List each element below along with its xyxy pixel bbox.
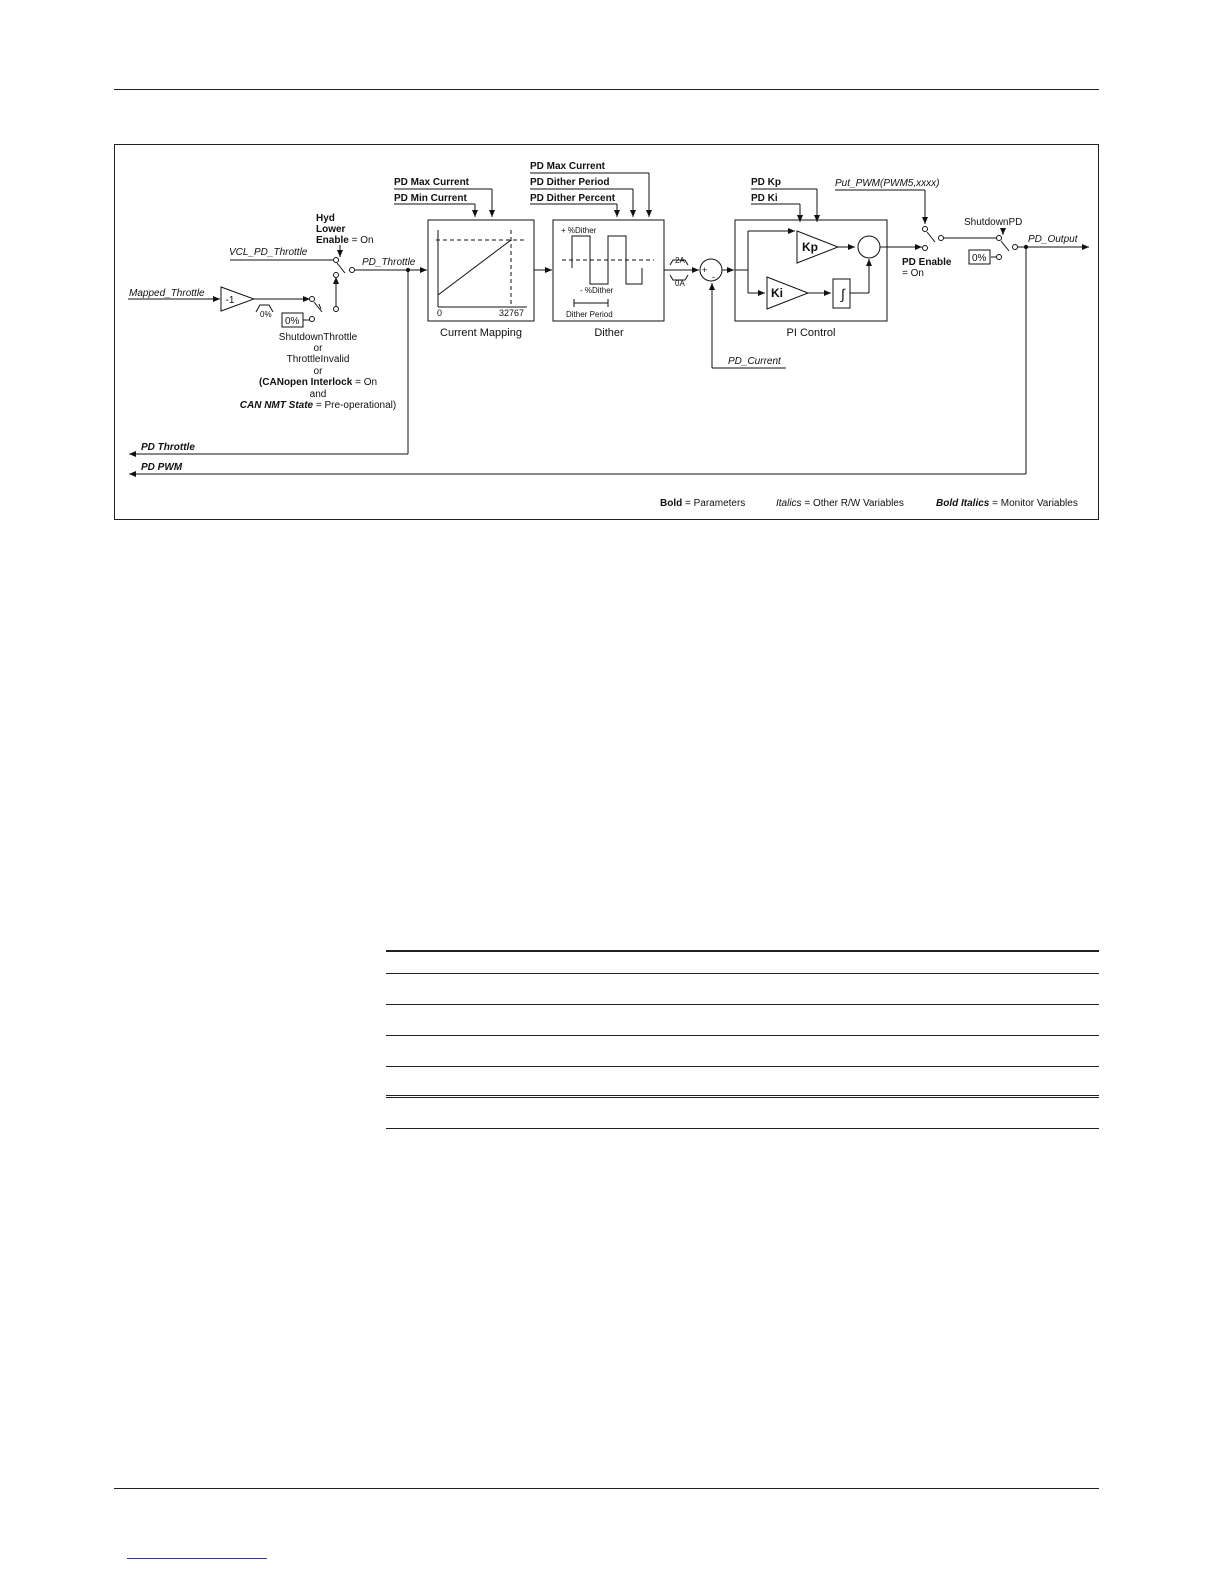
pd-throttle-signal: PD_Throttle bbox=[362, 257, 416, 268]
current-mapping-caption: Current Mapping bbox=[440, 327, 522, 339]
mapped-throttle-label: Mapped_Throttle bbox=[129, 288, 205, 299]
cond-6: and bbox=[310, 389, 327, 400]
dither-period: Dither Period bbox=[566, 310, 613, 319]
legend-bold: Bold = Parameters bbox=[660, 498, 745, 509]
shutdown-pd-label: ShutdownPD bbox=[964, 217, 1022, 228]
pi-control-caption: PI Control bbox=[787, 327, 836, 339]
dither-param-percent: PD Dither Percent bbox=[530, 193, 616, 204]
cond-4: or bbox=[314, 366, 324, 377]
cond-5: (CANopen Interlock = On bbox=[259, 377, 377, 388]
vcl-pd-throttle-label: VCL_PD_Throttle bbox=[229, 247, 308, 258]
table-header bbox=[386, 950, 1099, 974]
limit-lower: 0A bbox=[675, 279, 685, 288]
kp-block: Kp bbox=[802, 240, 818, 254]
pd-enable-suffix: = On bbox=[902, 268, 924, 279]
header-rule bbox=[114, 89, 1099, 90]
table-row bbox=[386, 1005, 1099, 1036]
pd-current-label: PD_Current bbox=[728, 356, 782, 367]
table-row bbox=[386, 974, 1099, 1005]
limit-0pct-label: 0% bbox=[260, 310, 272, 319]
dither-minus: - %Dither bbox=[580, 286, 614, 295]
dither-plus: + %Dither bbox=[561, 226, 597, 235]
pd-pwm-output: PD PWM bbox=[141, 462, 183, 473]
dither-param-period: PD Dither Period bbox=[530, 177, 609, 188]
footer-rule bbox=[114, 1488, 1099, 1489]
cm-param-min: PD Min Current bbox=[394, 193, 467, 204]
legend-bold-italic: Bold Italics = Monitor Variables bbox=[936, 498, 1078, 509]
pd-enable-label: PD Enable bbox=[902, 257, 952, 268]
integrator-symbol: ∫ bbox=[840, 286, 846, 302]
ki-block: Ki bbox=[771, 286, 783, 300]
enable-label: Enable = On bbox=[316, 235, 374, 246]
hyd-label: Hyd bbox=[316, 213, 335, 224]
zero-box-1: 0% bbox=[285, 316, 300, 327]
footer-link-underline[interactable] bbox=[127, 1558, 267, 1559]
cond-3: ThrottleInvalid bbox=[287, 354, 350, 365]
table-row bbox=[386, 1067, 1099, 1098]
block-diagram: Mapped_Throttle -1 0% 0% VCL_PD_Throttle… bbox=[128, 161, 1089, 509]
cm-x-max: 32767 bbox=[499, 308, 524, 318]
put-pwm-label: Put_PWM(PWM5,xxxx) bbox=[835, 178, 939, 189]
lower-label: Lower bbox=[316, 224, 346, 235]
pd-throttle-output: PD Throttle bbox=[141, 442, 195, 453]
parameter-table bbox=[386, 950, 1099, 1129]
summer-minus: - bbox=[712, 272, 715, 282]
zero-box-2: 0% bbox=[972, 253, 987, 264]
table-row bbox=[386, 1036, 1099, 1067]
pi-param-ki: PD Ki bbox=[751, 193, 778, 204]
cm-param-max: PD Max Current bbox=[394, 177, 470, 188]
pd-output-label: PD_Output bbox=[1028, 234, 1079, 245]
dither-caption: Dither bbox=[594, 327, 624, 339]
pi-param-kp: PD Kp bbox=[751, 177, 781, 188]
legend-italic: Italics = Other R/W Variables bbox=[776, 498, 904, 509]
cond-1: ShutdownThrottle bbox=[279, 332, 358, 343]
gain-label: -1 bbox=[226, 295, 235, 306]
cond-2: or bbox=[314, 343, 324, 354]
cond-7: CAN NMT State = Pre-operational) bbox=[240, 400, 396, 411]
summer-plus: + bbox=[702, 265, 707, 275]
dither-param-max: PD Max Current bbox=[530, 161, 606, 172]
cm-x-min: 0 bbox=[437, 308, 442, 318]
limit-upper: 2A bbox=[675, 256, 685, 265]
table-row bbox=[386, 1098, 1099, 1129]
diagram-frame bbox=[114, 144, 1099, 520]
